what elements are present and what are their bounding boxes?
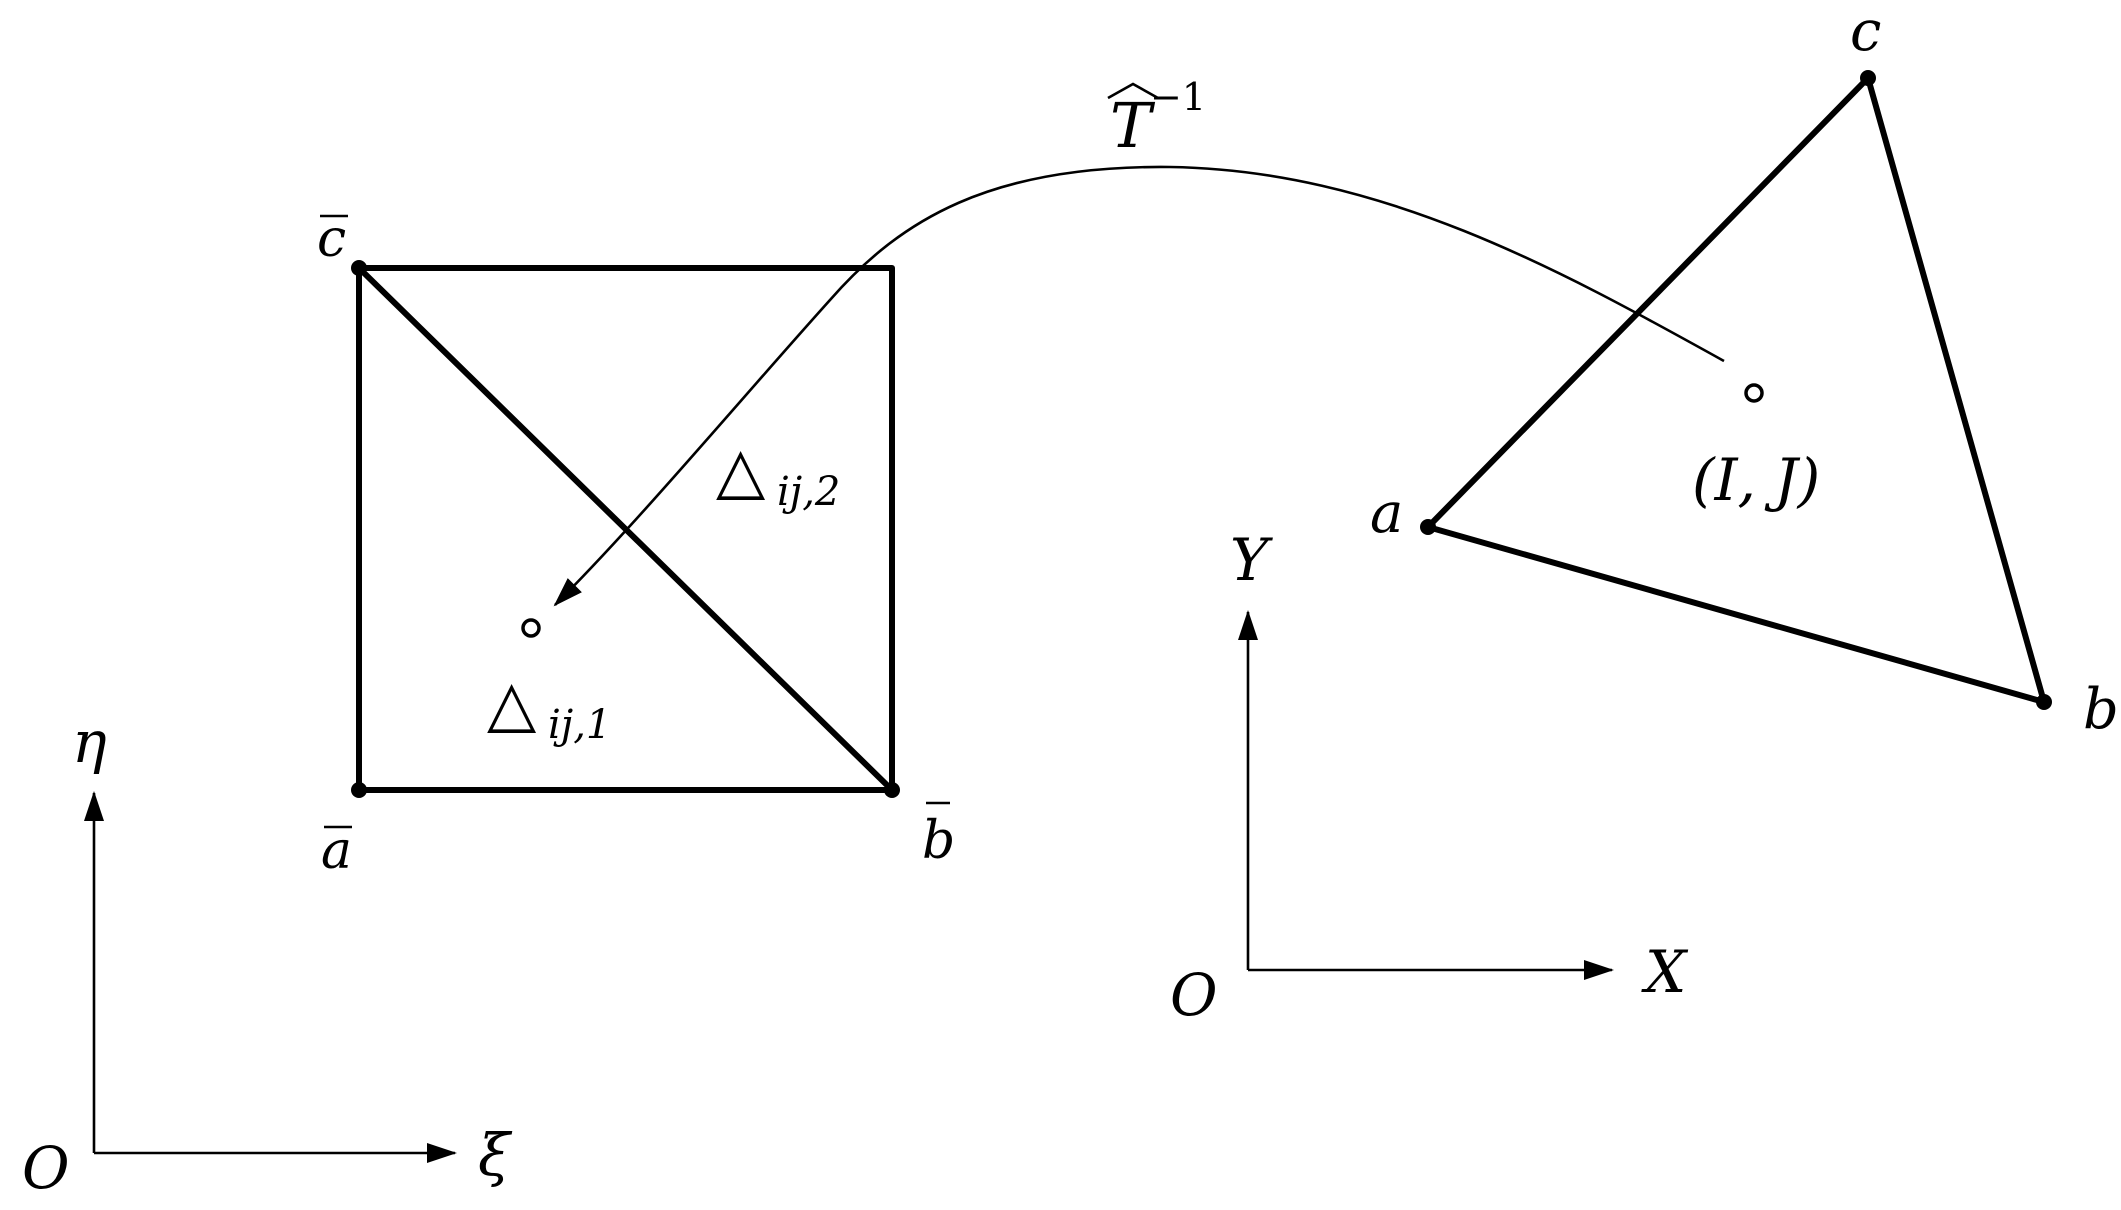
svg-text:b: b	[922, 811, 955, 871]
label-origin-phys: O	[1170, 961, 1218, 1029]
svg-text:△: △	[716, 434, 766, 508]
label-x: X	[1641, 938, 1689, 1006]
svg-text:T: T	[1110, 89, 1156, 162]
inverse-map-arrow	[553, 165, 1725, 607]
label-c-bar: c	[317, 209, 348, 269]
label-vertex-b: b	[2083, 677, 2119, 742]
vertex-b-bar	[884, 782, 900, 798]
label-y: Y	[1230, 526, 1273, 594]
target-point	[1744, 383, 1764, 403]
label-xi: ξ	[478, 1121, 513, 1189]
label-origin-ref: O	[22, 1134, 70, 1202]
vertex-b	[2036, 694, 2052, 710]
vertex-c	[1860, 70, 1876, 86]
svg-text:c: c	[317, 209, 346, 269]
svg-text:△: △	[487, 667, 537, 741]
label-point-ij: (I, J)	[1692, 446, 1820, 514]
mapping-curve: T −1	[553, 75, 1725, 607]
label-b-bar: b	[922, 801, 955, 871]
vertex-c-bar	[351, 260, 367, 276]
label-vertex-c: c	[1850, 0, 1881, 64]
label-subtriangle-2: △ ij,2	[716, 434, 840, 515]
reference-axes: O ξ η	[22, 708, 513, 1202]
physical-triangle: a b c (I, J)	[1370, 0, 2119, 742]
triangle-outline	[1425, 75, 2047, 705]
vertex-a	[1420, 519, 1436, 535]
svg-text:ij,1: ij,1	[548, 702, 611, 748]
square-outline	[356, 265, 895, 793]
svg-text:−1: −1	[1150, 75, 1206, 119]
mapped-point	[521, 618, 541, 638]
svg-text:ij,2: ij,2	[777, 469, 840, 515]
vertex-a-bar	[351, 782, 367, 798]
reference-square: a b c △ ij,1 △ ij,2	[317, 209, 955, 881]
physical-axes: O X Y	[1170, 526, 1689, 1029]
hat-over-t	[1107, 82, 1159, 100]
label-subtriangle-1: △ ij,1	[487, 667, 611, 748]
label-vertex-a: a	[1370, 481, 1403, 546]
svg-text:a: a	[321, 821, 352, 881]
label-inverse-map: T −1	[1107, 75, 1206, 162]
label-a-bar: a	[321, 821, 352, 881]
label-eta: η	[72, 708, 107, 776]
